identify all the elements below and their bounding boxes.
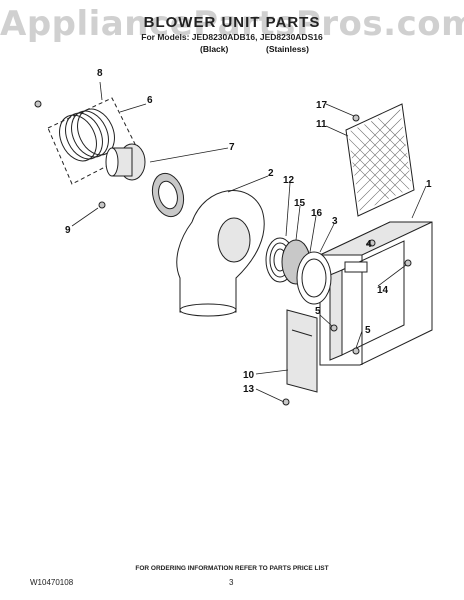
part-11-grille [345,103,415,217]
callout-4: 4 [366,239,372,250]
callout-6: 6 [147,95,153,106]
leader-lines [71,81,427,403]
page-number: 3 [229,578,234,587]
callout-labels: 8 6 7 9 2 12 15 16 3 1 17 11 4 14 5 5 10… [65,68,432,395]
callout-9: 9 [65,225,71,236]
part-8-screw [34,100,42,108]
part-5-screw-a [330,324,338,332]
part-2-blower-housing [176,190,265,317]
part-9-screw [98,201,106,209]
document-id: W10470108 [30,578,74,587]
callout-10: 10 [243,370,255,381]
part-5-screw-b [352,347,360,355]
callout-16: 16 [311,208,323,219]
part-7-motor [105,143,146,181]
callout-3: 3 [332,216,338,227]
callout-7: 7 [229,142,235,153]
callout-11: 11 [316,119,327,130]
callout-13: 13 [243,384,255,395]
callout-14: 14 [377,285,389,296]
callout-12: 12 [283,175,295,186]
callout-17: 17 [316,100,328,111]
callout-5a: 5 [315,306,321,317]
variant-stainless: (Stainless) [266,44,309,54]
part-16-ring-gasket [296,251,332,305]
part-13-screw [282,398,290,406]
callout-5b: 5 [365,325,371,336]
callout-8: 8 [97,68,103,79]
part-17-screw [352,114,360,122]
page-title: BLOWER UNIT PARTS [143,14,321,31]
blower-wheel [151,172,185,218]
ordering-note: FOR ORDERING INFORMATION REFER TO PARTS … [135,565,329,572]
model-list: For Models: JED8230ADB16, JED8230ADS16 [141,32,323,42]
callout-2: 2 [268,168,274,179]
part-14-screw [404,259,412,267]
variant-black: (Black) [200,44,229,54]
part-10-cover-plate [286,309,318,393]
part-1-housing [319,221,433,366]
callout-1: 1 [426,179,432,190]
watermark: AppliancePartsPros.com [0,4,464,44]
callout-15: 15 [294,198,306,209]
part-4-screw [368,239,376,247]
